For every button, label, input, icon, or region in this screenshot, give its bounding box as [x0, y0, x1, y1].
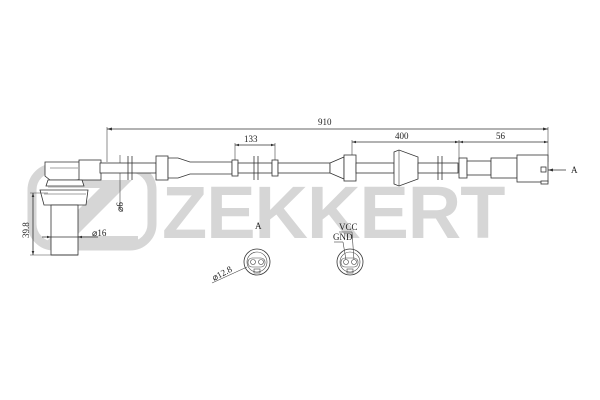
dimension-sensor-height: 39.8 — [21, 192, 52, 256]
dimension-56-label: 56 — [496, 131, 506, 141]
dimension-diameter-12-8-label: ⌀12.8 — [210, 264, 234, 283]
cable-assembly — [99, 149, 549, 187]
view-arrow-a-label: A — [571, 165, 578, 175]
connector-pinout-view: VCC GND — [333, 222, 364, 276]
zekkert-watermark: ZEKKERT — [27, 163, 506, 254]
dimension-910-label: 910 — [318, 117, 332, 127]
view-arrow-a: A — [548, 165, 578, 175]
dimension-133-label: 133 — [244, 134, 258, 144]
dimension-diameter-16-label: ⌀16 — [92, 228, 107, 238]
dimension-segment-133: 133 — [234, 134, 276, 160]
dimension-diameter-6-label: ⌀6 — [115, 202, 125, 212]
connector-face-view: ⌀12.8 — [210, 248, 271, 284]
dimension-sensor-diameter: ⌀16 — [42, 228, 107, 239]
dimension-segment-56: 56 — [458, 131, 548, 160]
sensor-head — [39, 159, 102, 256]
pin-vcc-label: VCC — [339, 222, 358, 232]
dimension-400-label: 400 — [395, 131, 409, 141]
view-a-label: A — [255, 221, 262, 231]
watermark-text: ZEKKERT — [162, 171, 505, 254]
pin-gnd-label: GND — [333, 232, 353, 242]
dimension-39-8-label: 39.8 — [21, 222, 31, 238]
dimension-total-length: 910 — [106, 117, 549, 162]
